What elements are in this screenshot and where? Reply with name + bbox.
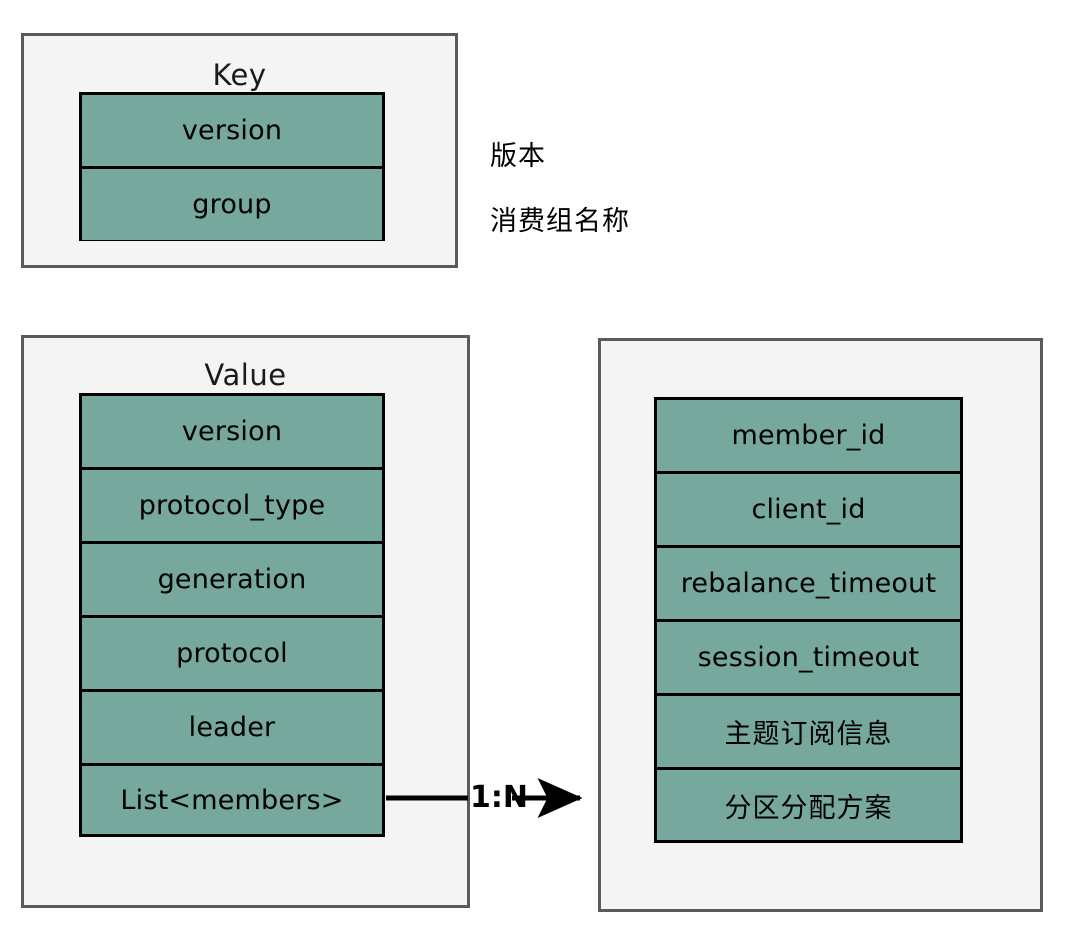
member-field-session-timeout: session_timeout — [657, 622, 960, 696]
key-field-table: version group — [79, 92, 385, 241]
member-field-topic-subscription: 主题订阅信息 — [657, 696, 960, 770]
key-annotation-group: 消费组名称 — [490, 206, 630, 237]
value-field-version: version — [82, 396, 382, 470]
value-field-protocol: protocol — [82, 618, 382, 692]
member-field-table: member_id client_id rebalance_timeout se… — [654, 397, 963, 843]
member-field-member-id: member_id — [657, 400, 960, 474]
key-field-version: version — [82, 95, 382, 169]
member-field-rebalance-timeout: rebalance_timeout — [657, 548, 960, 622]
value-field-protocol-type: protocol_type — [82, 470, 382, 544]
value-field-leader: leader — [82, 692, 382, 766]
key-panel-title: Key — [212, 58, 267, 92]
value-field-list-members: List<members> — [82, 766, 382, 834]
value-field-table: version protocol_type generation protoco… — [79, 393, 385, 837]
key-annotation-version: 版本 — [490, 141, 546, 172]
member-field-partition-assignment: 分区分配方案 — [657, 770, 960, 840]
member-field-client-id: client_id — [657, 474, 960, 548]
value-field-generation: generation — [82, 544, 382, 618]
connector-cardinality-label: 1:N — [470, 780, 528, 815]
key-field-group: group — [82, 169, 382, 240]
value-panel-title: Value — [204, 358, 287, 392]
